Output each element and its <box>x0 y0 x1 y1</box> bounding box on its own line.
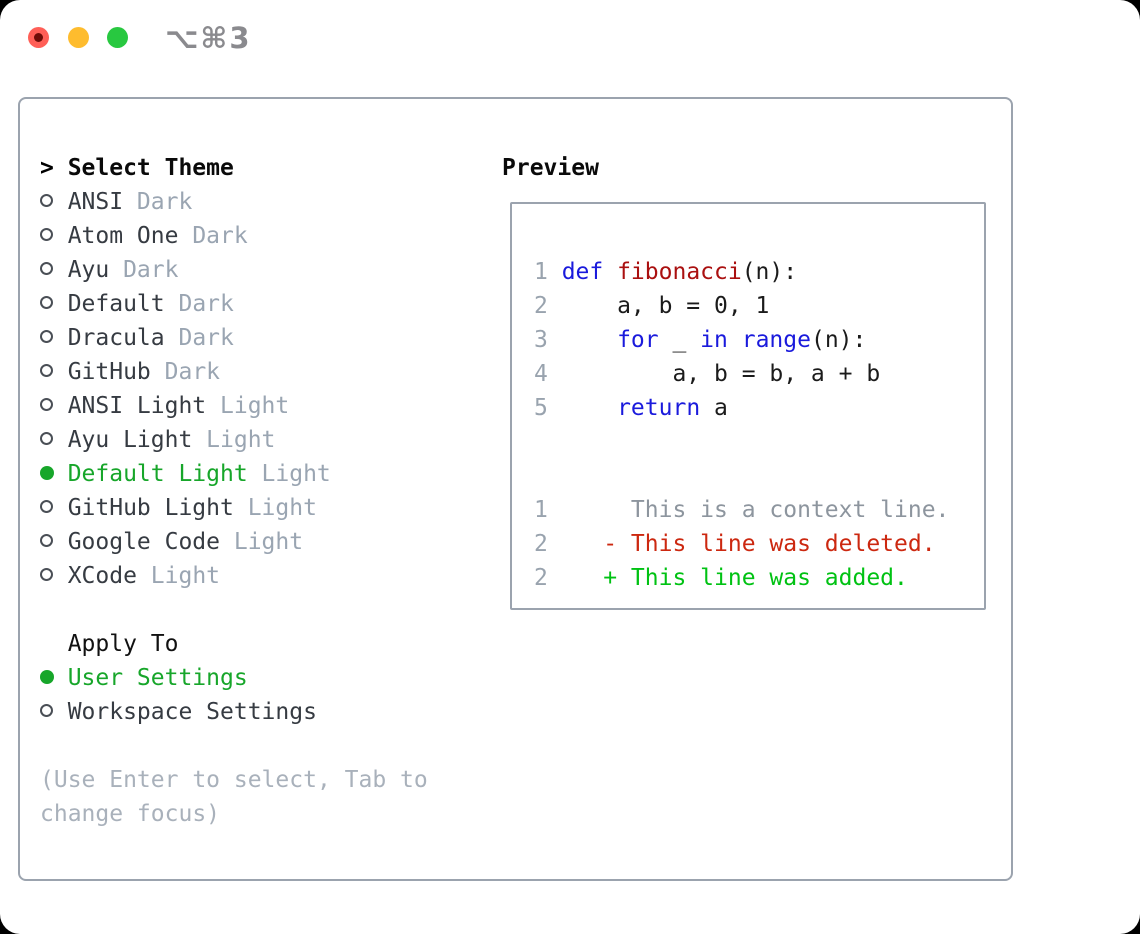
theme-option[interactable]: Dracula Dark <box>40 321 428 355</box>
theme-option[interactable]: Default Light Light <box>40 457 428 491</box>
theme-name: Ayu Light <box>67 427 193 453</box>
spacer <box>40 729 428 763</box>
theme-name: XCode <box>67 563 137 589</box>
radio-icon <box>40 253 68 287</box>
line-number: 1 <box>534 259 548 285</box>
radio-icon <box>40 321 68 355</box>
radio-icon <box>40 355 68 389</box>
spacer <box>534 459 984 493</box>
radio-icon <box>40 185 68 219</box>
theme-name: ANSI <box>67 189 124 215</box>
line-number: 2 <box>534 565 548 591</box>
line-number: 3 <box>534 327 548 353</box>
code-line: 2 a, b = 0, 1 <box>534 289 984 323</box>
titlebar: ⌥⌘3 <box>0 0 1140 80</box>
theme-name: GitHub <box>67 359 151 385</box>
theme-variant: Light <box>261 461 331 487</box>
radio-icon <box>40 389 68 423</box>
radio-icon <box>40 559 68 593</box>
code-line: 4 a, b = b, a + b <box>534 357 984 391</box>
theme-option[interactable]: Default Dark <box>40 287 428 321</box>
theme-option[interactable]: Google Code Light <box>40 525 428 559</box>
theme-name: Default <box>67 291 165 317</box>
diff-line-deleted: 2 - This line was deleted. <box>534 527 984 561</box>
code-line: 3 for _ in range(n): <box>534 323 984 357</box>
radio-selected-icon <box>40 661 68 695</box>
hint-line: change focus) <box>40 801 221 827</box>
theme-name: ANSI Light <box>67 393 207 419</box>
radio-selected-icon <box>40 457 68 491</box>
theme-variant: Dark <box>164 359 221 385</box>
theme-name: Ayu <box>67 257 110 283</box>
hint-line: (Use Enter to select, Tab to <box>40 767 428 793</box>
spacer <box>40 593 428 627</box>
theme-option[interactable]: ANSI Light Light <box>40 389 428 423</box>
line-number: 2 <box>534 293 548 319</box>
theme-option[interactable]: ANSI Dark <box>40 185 428 219</box>
hint-text: (Use Enter to select, Tab to change focu… <box>40 763 428 831</box>
radio-icon <box>40 423 68 457</box>
preview-title: Preview <box>502 155 599 181</box>
theme-variant: Dark <box>178 325 234 351</box>
theme-option[interactable]: GitHub Dark <box>40 355 428 389</box>
line-number: 5 <box>534 395 548 421</box>
radio-icon <box>40 287 68 321</box>
theme-name: Atom One <box>67 223 179 249</box>
radio-icon <box>40 525 68 559</box>
apply-to-option[interactable]: User Settings <box>40 661 428 695</box>
theme-variant: Light <box>150 563 221 589</box>
apply-to-label: Apply To <box>67 631 179 657</box>
theme-variant: Dark <box>123 257 179 283</box>
theme-option[interactable]: Ayu Dark <box>40 253 428 287</box>
radio-icon <box>40 491 68 525</box>
minimize-button[interactable] <box>68 27 89 48</box>
window-title: ⌥⌘3 <box>165 21 252 55</box>
theme-option[interactable]: GitHub Light Light <box>40 491 428 525</box>
line-number: 1 <box>534 497 548 523</box>
theme-variant: Light <box>220 393 290 419</box>
apply-to-header: Apply To <box>40 627 428 661</box>
radio-icon <box>40 695 68 729</box>
diff-line-added: 2 + This line was added. <box>534 561 984 595</box>
select-theme-label: Select Theme <box>67 155 234 181</box>
theme-option[interactable]: XCode Light <box>40 559 428 593</box>
theme-variant: Dark <box>178 291 234 317</box>
apply-to-option[interactable]: Workspace Settings <box>40 695 428 729</box>
theme-name: Default Light <box>67 461 248 487</box>
code-line: 5 return a <box>534 391 984 425</box>
theme-option[interactable]: Atom One Dark <box>40 219 428 253</box>
spacer <box>534 425 984 459</box>
diff-line-context: 1 This is a context line. <box>534 493 984 527</box>
line-number: 2 <box>534 531 548 557</box>
apply-to-option-label: Workspace Settings <box>67 699 317 725</box>
theme-variant: Dark <box>192 223 248 249</box>
record-dot-icon <box>34 33 43 42</box>
select-theme-header: > Select Theme <box>40 151 428 185</box>
theme-name: Google Code <box>67 529 221 555</box>
theme-name: GitHub Light <box>67 495 234 521</box>
theme-variant: Light <box>206 427 276 453</box>
theme-variant: Dark <box>136 189 193 215</box>
theme-name: Dracula <box>67 325 165 351</box>
zoom-button[interactable] <box>107 27 128 48</box>
line-number: 4 <box>534 361 548 387</box>
close-button[interactable] <box>28 27 49 48</box>
theme-option[interactable]: Ayu Light Light <box>40 423 428 457</box>
cursor-icon: > <box>40 155 54 181</box>
theme-variant: Light <box>233 529 304 555</box>
apply-to-option-label: User Settings <box>67 665 248 691</box>
theme-variant: Light <box>247 495 317 521</box>
radio-icon <box>40 219 68 253</box>
diff-preview: 1 This is a context line.2 - This line w… <box>534 493 984 595</box>
